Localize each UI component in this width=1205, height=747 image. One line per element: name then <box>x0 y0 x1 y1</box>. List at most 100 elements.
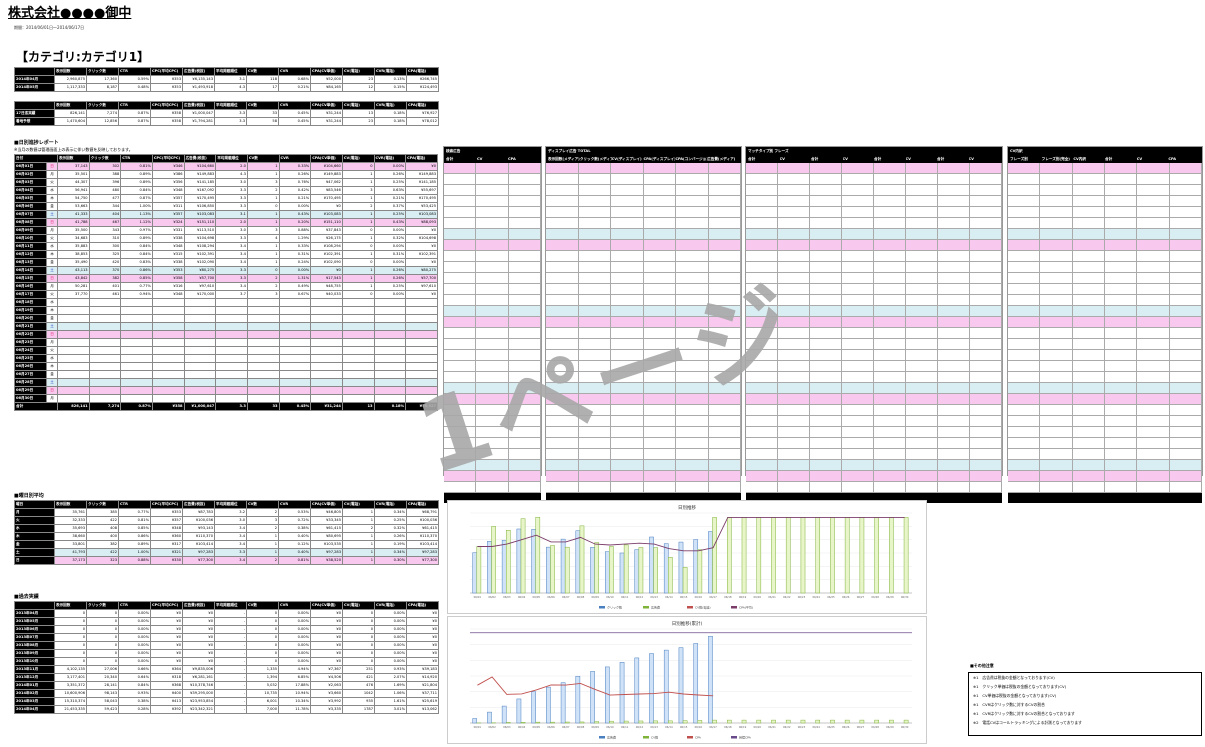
x-tick-label: 06/10 <box>606 595 614 599</box>
table-cell <box>216 315 248 323</box>
side-panel-cell <box>970 240 1002 250</box>
side-panel-cell <box>1008 185 1040 195</box>
table-cell: ¥14,920 <box>407 674 439 682</box>
side-panel-cell <box>1073 405 1105 415</box>
table-cell: ¥104,660 <box>311 163 343 171</box>
chart-bar <box>591 547 595 593</box>
table-cell <box>342 339 374 347</box>
table-cell: 0.97% <box>121 227 153 235</box>
header-cell: CV数 <box>247 102 279 110</box>
table-cell: 404 <box>89 211 121 219</box>
side-panel-cell <box>509 163 541 173</box>
side-panel-column: 表示回数(メディア) <box>548 155 580 163</box>
table-cell: ¥1,493,918 <box>183 84 215 92</box>
table-cell: 56,941 <box>57 187 89 195</box>
table-cell <box>279 307 311 315</box>
x-tick-label: 06/09 <box>591 595 599 599</box>
side-panel-row <box>1008 251 1202 262</box>
side-panel-cell <box>970 328 1002 338</box>
row-label: 2013年07月 <box>15 634 55 642</box>
x-tick-label: 06/08 <box>577 725 585 729</box>
side-panel-cell <box>1137 383 1169 393</box>
table-cell: ¥57,700 <box>406 275 438 283</box>
table-cell <box>121 363 153 371</box>
table-cell <box>311 307 343 315</box>
header-cell <box>15 102 55 110</box>
row-dow: 日 <box>47 387 58 395</box>
table-cell: ¥9,835,006 <box>183 666 215 674</box>
side-panel-cell <box>644 240 677 250</box>
table-cell <box>342 363 374 371</box>
side-panel-cell <box>1008 174 1040 184</box>
table-cell <box>311 331 343 339</box>
header-cell: CVR <box>279 602 311 610</box>
side-panel-title: ディスプレイ広告 TOTAL <box>546 147 741 155</box>
table-cell: ¥97,283 <box>183 549 215 557</box>
table-cell <box>152 371 184 379</box>
table-cell: ¥26,175 <box>311 235 343 243</box>
side-panel-cell <box>676 174 709 184</box>
chart-bar <box>635 550 639 593</box>
chart-bar <box>477 546 481 593</box>
table-cell: 401 <box>89 283 121 291</box>
side-panel-row <box>444 174 541 185</box>
chart-bar <box>698 720 702 723</box>
table-cell: 0 <box>247 267 279 275</box>
side-panel-cell <box>874 416 906 426</box>
table-cell <box>311 323 343 331</box>
table-cell <box>247 363 279 371</box>
table-cell <box>279 323 311 331</box>
row-dow: 月 <box>47 339 58 347</box>
header-cell: CPC(平均CPC) <box>151 68 183 76</box>
table-cell: 3.01% <box>375 706 407 714</box>
side-panel-cell <box>1170 273 1202 283</box>
table-cell: 59,423 <box>87 706 119 714</box>
side-panel-cell <box>1073 284 1105 294</box>
side-panel-cell <box>778 427 810 437</box>
table-cell: 41,333 <box>57 211 89 219</box>
side-panel-cell <box>842 306 874 316</box>
table-cell: 53,663 <box>57 203 89 211</box>
side-panel-column: CPA <box>508 155 539 163</box>
table-cell: 0 <box>87 610 119 618</box>
table-cell: 0.37% <box>374 203 406 211</box>
side-panel-row <box>1008 449 1202 460</box>
table-cell <box>152 307 184 315</box>
side-panel-row <box>746 394 1002 405</box>
table-cell: 0.86% <box>119 533 151 541</box>
table-cell: ¥0 <box>183 626 215 634</box>
table-cell: ¥103,414 <box>183 541 215 549</box>
side-panel-cell <box>1170 471 1202 481</box>
side-panel-column: クリック数(メディア) <box>580 155 612 163</box>
side-panel-row <box>1008 383 1202 394</box>
row-label: 06月04日 <box>15 187 47 195</box>
side-panel-cell <box>579 185 612 195</box>
side-panel-title: 検索広告 <box>444 147 541 155</box>
side-panel-row <box>444 284 541 295</box>
chart-bar <box>668 557 672 593</box>
side-panel-cell <box>842 405 874 415</box>
table-cell: 1 <box>342 251 374 259</box>
table-cell: 0.00% <box>279 610 311 618</box>
table-cell: 300 <box>89 243 121 251</box>
table-cell: 1,394 <box>247 674 279 682</box>
side-panel-cell <box>938 416 970 426</box>
side-panel-cell <box>1170 317 1202 327</box>
table-cell: 343 <box>89 227 121 235</box>
side-panel-cell <box>1073 438 1105 448</box>
x-tick-label: 06/11 <box>621 725 629 729</box>
side-panel-cell <box>1170 163 1202 173</box>
table-cell: 0.00% <box>119 634 151 642</box>
side-panel-cell <box>509 273 541 283</box>
side-panel-cell <box>644 207 677 217</box>
table-row: 06月27日金 <box>15 371 438 379</box>
side-panel-cell <box>1073 449 1105 459</box>
side-panel-cell <box>1008 361 1040 371</box>
chart-bar <box>679 648 683 723</box>
side-panel-cell <box>842 163 874 173</box>
table-cell <box>184 331 216 339</box>
table-cell: ¥0 <box>183 642 215 650</box>
table-cell: 37,173 <box>55 557 87 565</box>
side-panel-cell <box>1008 460 1040 470</box>
